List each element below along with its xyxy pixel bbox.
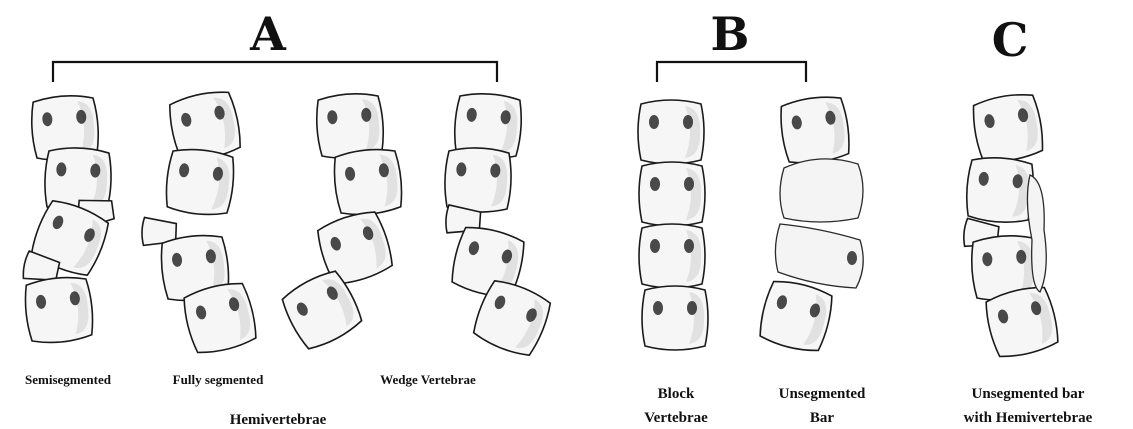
panel-b-letter: B [711,7,750,61]
label-fully-segmented: Fully segmented [173,372,264,387]
label-hemivertebrae: Hemivertebrae [230,412,327,428]
label-block-line2: Vertebrae [644,410,708,426]
label-wedge-vertebrae: Wedge Vertebrae [380,372,476,387]
fully-segmented-spine [142,88,260,357]
wedge-vertebrae-spine-left [278,92,404,354]
label-c-line2: with Hemivertebrae [964,410,1093,426]
panel-c-letter: C [992,13,1029,67]
wedge-vertebrae-spine-right [444,92,555,360]
bracket-a [53,62,497,82]
block-vertebrae-spine [638,100,708,350]
label-c-line1: Unsegmented bar [972,386,1085,402]
label-semisegmented: Semisegmented [25,372,112,387]
label-block-line1: Block [658,386,695,402]
label-unsegmented-line1: Unsegmented [779,386,866,402]
semisegmented-spine [21,94,114,345]
unsegmented-bar-spine [756,94,863,355]
label-unsegmented-line2: Bar [810,410,835,426]
bracket-b [657,62,806,82]
panel-a-letter: A [249,7,287,61]
bar-with-hemivertebrae-spine [963,91,1062,361]
unsegmented-bar-fusion [780,159,863,222]
